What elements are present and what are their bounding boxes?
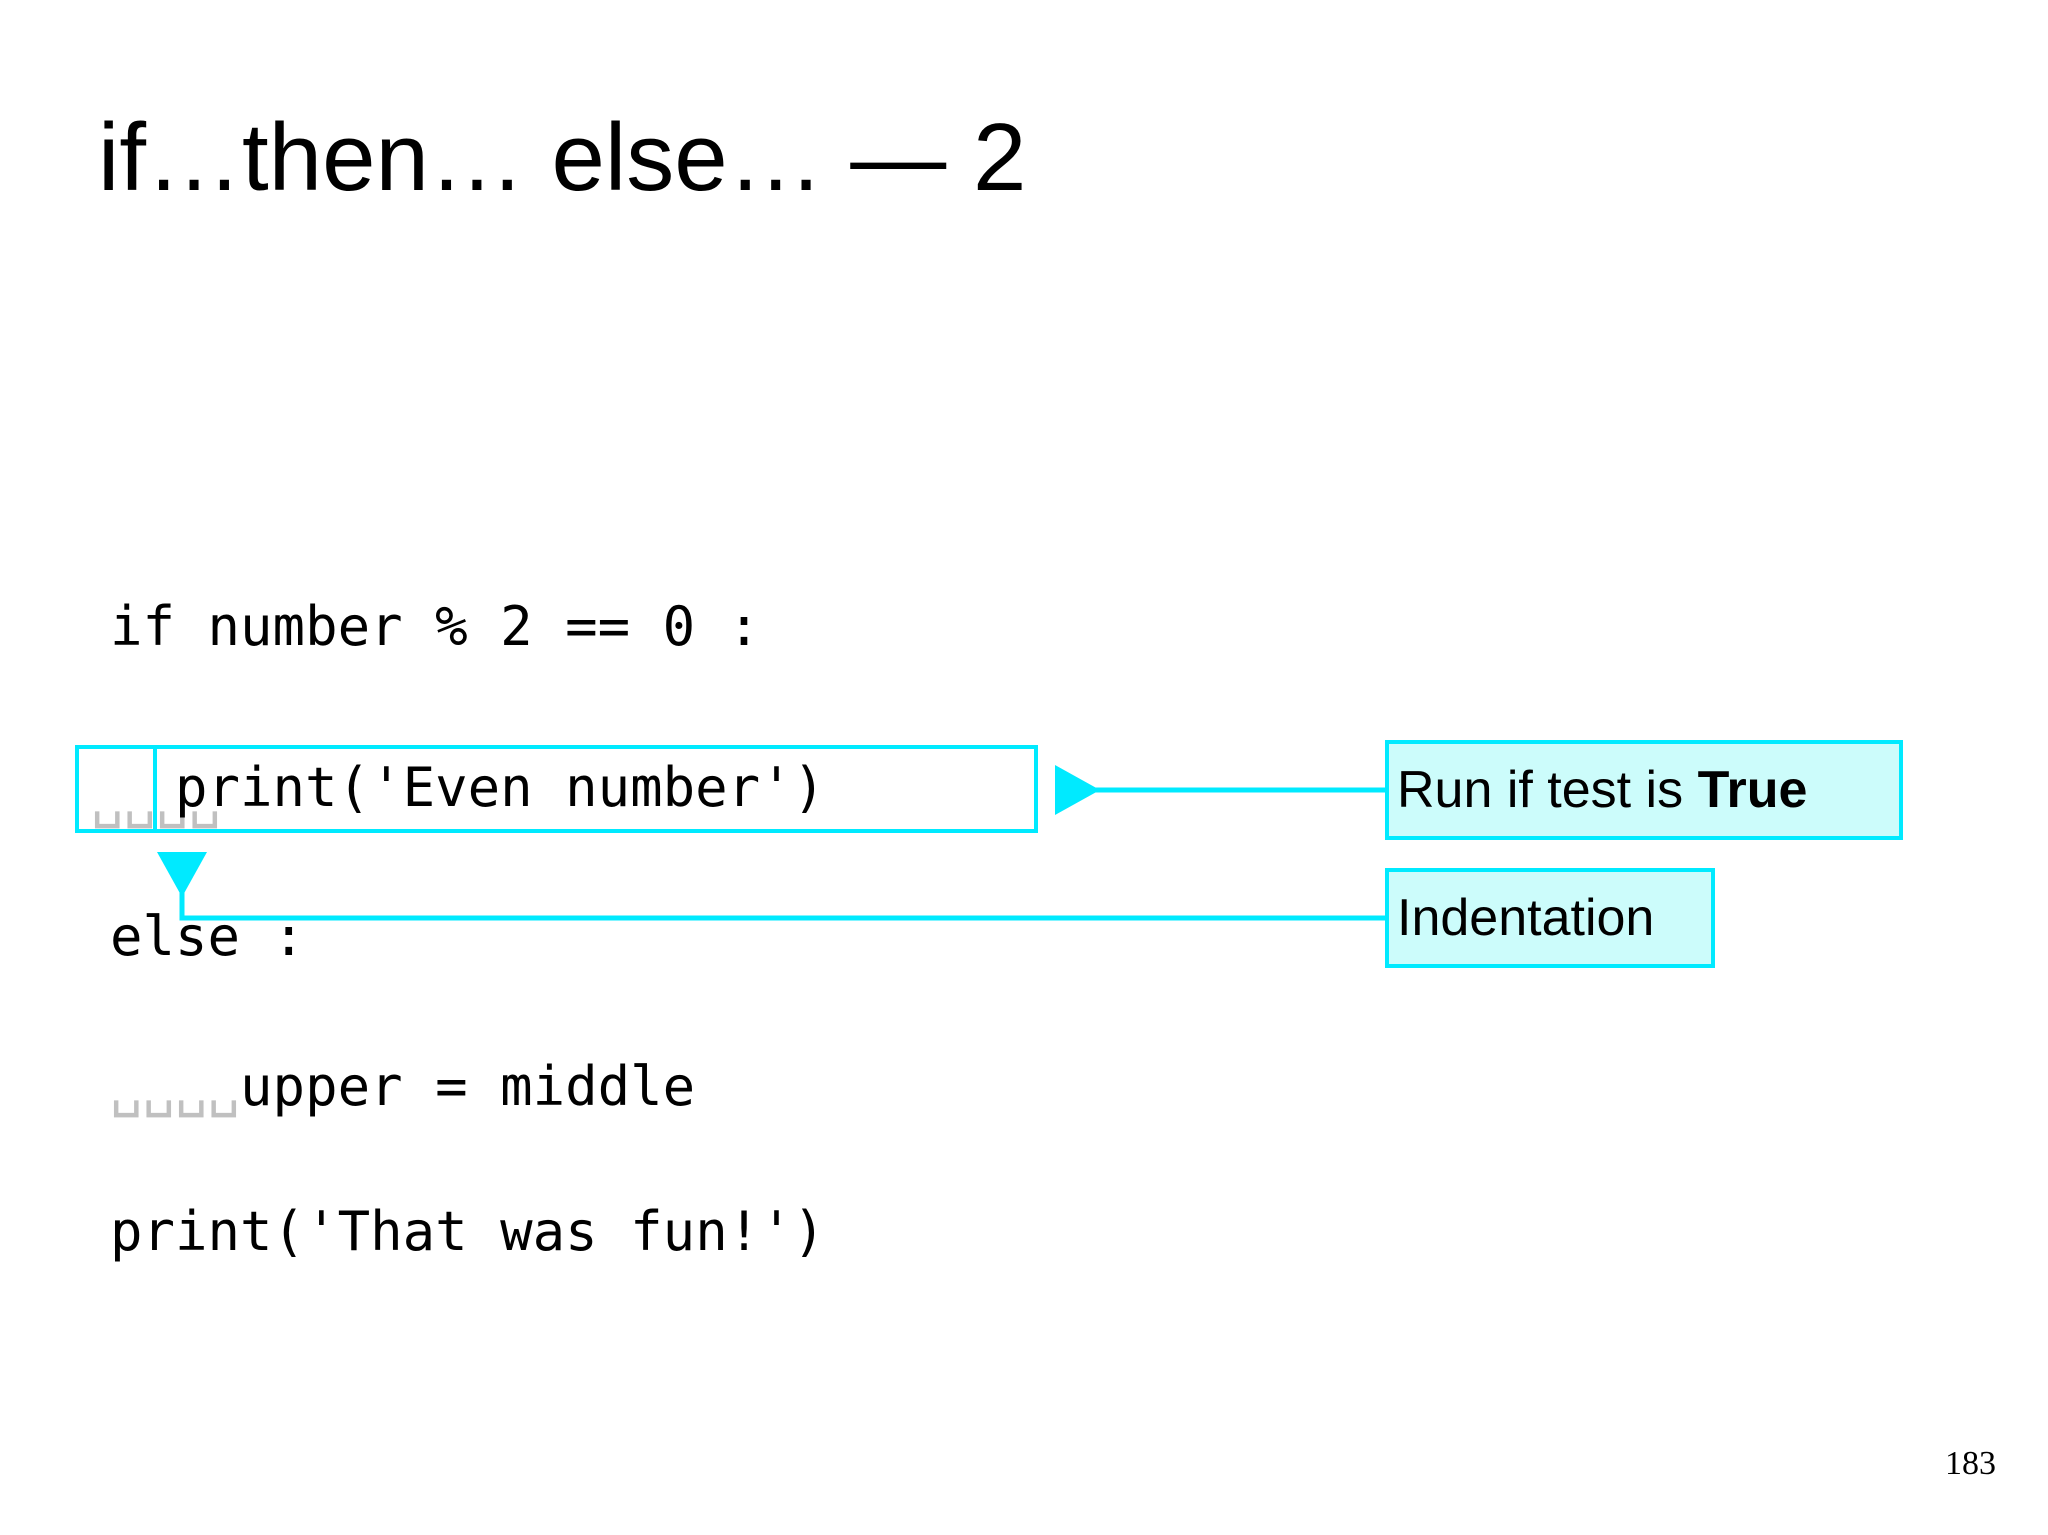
page-title: if…then… else… — 2 bbox=[98, 104, 1027, 211]
whitespace-glyphs-icon: ␣␣␣␣ bbox=[110, 1055, 241, 1118]
callout-run-if-true-prefix: Run if test is bbox=[1397, 761, 1698, 819]
callout-indentation[interactable]: Indentation bbox=[1385, 868, 1715, 968]
callout-run-if-true-keyword: True bbox=[1697, 761, 1808, 819]
code-line-print-fun: print('That was fun!') bbox=[110, 1200, 826, 1263]
code-line-else: else : bbox=[110, 905, 306, 968]
callout-run-if-true[interactable]: Run if test is True bbox=[1385, 740, 1903, 840]
code-line-if: if number % 2 == 0 : bbox=[110, 595, 761, 658]
indentation-cell: ␣␣␣␣ bbox=[79, 749, 221, 829]
code-line-print-even: print('Even number') bbox=[175, 756, 826, 819]
code-line-upper-assign-text: upper = middle bbox=[240, 1055, 696, 1118]
whitespace-glyphs-icon: ␣␣␣␣ bbox=[91, 766, 222, 829]
highlighted-print-statement-box[interactable]: ␣␣␣␣ print('Even number') bbox=[75, 745, 1038, 833]
arrow-indentation bbox=[157, 852, 1385, 921]
page-number: 183 bbox=[1945, 1445, 1996, 1482]
code-line-upper-assign: ␣␣␣␣upper = middle bbox=[110, 1060, 695, 1114]
